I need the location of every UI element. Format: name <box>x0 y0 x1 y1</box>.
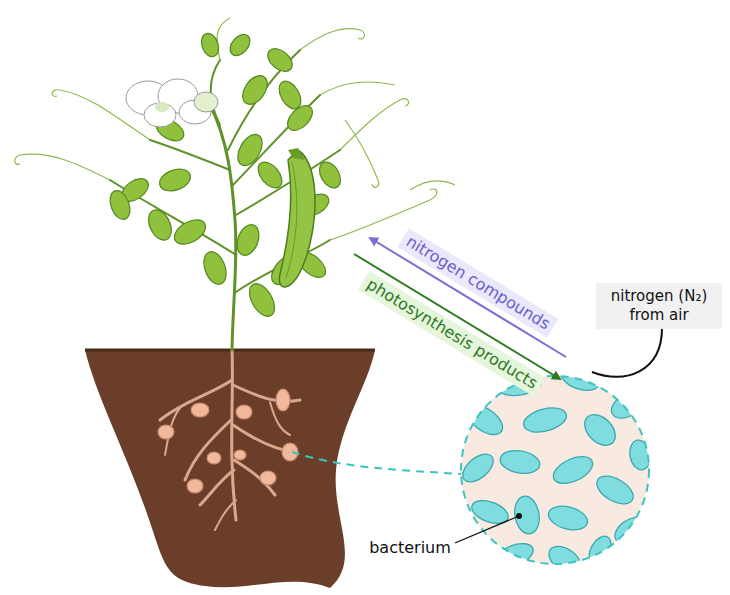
pod-seam <box>286 162 297 278</box>
pod-sepal <box>288 148 305 160</box>
bacterium-cell <box>579 409 621 451</box>
leaf <box>253 158 286 193</box>
tendril <box>300 29 364 50</box>
part-label: bacterium <box>364 537 456 559</box>
node-text: nitrogen (N₂) from air <box>596 287 722 325</box>
bacterium-cell <box>469 496 512 528</box>
root <box>215 500 236 530</box>
leader-dot <box>516 513 522 519</box>
tendril <box>330 189 437 240</box>
source-box: nitrogen (N₂) from air <box>596 283 722 329</box>
bacterium-cell <box>592 470 638 509</box>
nodule <box>282 443 298 461</box>
nodule <box>234 450 246 460</box>
branch <box>211 60 220 125</box>
leaves <box>106 31 344 321</box>
pot-rim <box>85 349 375 352</box>
nodule <box>236 405 252 419</box>
nodule <box>276 389 290 411</box>
nodule <box>187 479 203 493</box>
flowers <box>126 79 218 127</box>
leaf <box>315 158 345 191</box>
pea-pod <box>279 148 315 287</box>
tendril <box>15 154 110 180</box>
leaf <box>238 71 273 109</box>
roots <box>160 350 300 530</box>
leaf <box>170 215 209 249</box>
tendril <box>410 181 455 190</box>
bacterium-cell <box>521 404 569 437</box>
bacteria <box>458 361 653 580</box>
branch <box>150 140 230 170</box>
soil <box>85 350 375 588</box>
leaf <box>106 188 133 222</box>
nodule <box>207 452 221 464</box>
leaf <box>198 31 221 59</box>
bacterium-cell <box>512 494 542 536</box>
leaf <box>200 249 230 288</box>
pod <box>279 150 315 287</box>
soil-pot <box>85 350 375 588</box>
root <box>234 460 275 495</box>
bacterium-leader <box>455 516 519 543</box>
bacterium-cell <box>585 533 616 568</box>
bacterium-cell <box>546 502 590 534</box>
root <box>185 420 231 480</box>
petal-center <box>155 102 169 112</box>
leaf <box>144 206 176 243</box>
bacterium-cell <box>549 451 596 489</box>
root <box>160 380 232 420</box>
leaf <box>244 279 279 320</box>
tendril <box>320 82 395 95</box>
zoom-leader <box>292 452 461 474</box>
leaf <box>157 165 194 195</box>
leaf <box>275 78 306 113</box>
petal-center <box>194 92 218 112</box>
root-nodules <box>158 389 298 493</box>
root <box>200 470 234 505</box>
nodule <box>260 471 276 485</box>
bacterium-cell <box>458 449 498 487</box>
bacterium-cell <box>498 448 541 477</box>
leaf <box>226 31 254 60</box>
leaf <box>233 222 263 259</box>
bacterium-cell <box>607 386 649 423</box>
bacterium-cell <box>462 400 507 441</box>
nodule <box>191 403 209 417</box>
tendril <box>340 99 409 150</box>
zoom-view <box>458 361 653 580</box>
nodule <box>158 425 174 439</box>
stem <box>110 50 340 350</box>
bacterium-cell <box>610 512 649 548</box>
bacterium-cell <box>557 361 602 395</box>
leaf <box>263 44 296 76</box>
petal <box>144 103 176 127</box>
tendril <box>345 120 379 187</box>
root <box>232 350 236 520</box>
tendril <box>217 18 230 60</box>
zoom-outline <box>461 376 649 564</box>
flow-label: photosynthesis products <box>358 271 546 397</box>
bacterium-cell <box>544 541 586 580</box>
air-leader <box>592 328 662 377</box>
